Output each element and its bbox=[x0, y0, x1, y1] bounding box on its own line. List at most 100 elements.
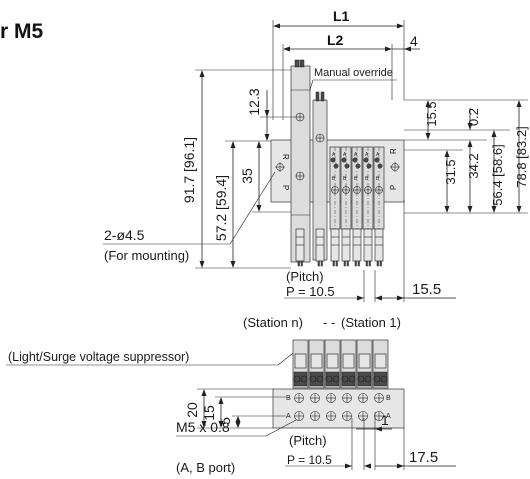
fitting-pin bbox=[376, 260, 379, 267]
light-window bbox=[294, 353, 307, 369]
valve-knob bbox=[344, 163, 350, 169]
valve-letter-a: A bbox=[343, 152, 347, 158]
valve-letter-b: B bbox=[332, 176, 336, 182]
dim-bottom-one: 1 bbox=[381, 412, 389, 428]
station-n-label: (Station n) bbox=[243, 315, 303, 330]
valve-letter-b: B bbox=[376, 176, 380, 182]
bottom-view: (Station n) - - (Station 1) (Light/Surge… bbox=[6, 315, 456, 475]
valve-knob bbox=[355, 163, 361, 169]
dim-bottom-15: 15 bbox=[201, 405, 217, 421]
valve-letter-a: A bbox=[376, 152, 380, 158]
bottom-pitch-label: (Pitch) bbox=[289, 433, 327, 448]
valve-letter-b: B bbox=[343, 176, 347, 182]
dim-l2: L2 bbox=[327, 32, 344, 48]
valve-letter-b: B bbox=[354, 176, 358, 182]
block-letter-r-right: R bbox=[389, 148, 398, 154]
dim-left-12-3: 12.3 bbox=[246, 88, 262, 115]
mounting-hole-label: 2-ø4.5 bbox=[104, 227, 145, 243]
top-valve-station: AB bbox=[329, 146, 341, 260]
bottom-ports bbox=[294, 393, 384, 421]
solenoid-knob bbox=[373, 375, 381, 383]
valve-letter-a: A bbox=[365, 152, 369, 158]
dim-left-35: 35 bbox=[239, 168, 255, 184]
bottom-valve-station bbox=[324, 339, 341, 389]
valve-letter-a: A bbox=[354, 152, 358, 158]
valve-knob bbox=[333, 163, 339, 169]
bottom-valve-station bbox=[308, 339, 325, 389]
light-window bbox=[326, 353, 339, 369]
fitting-pin bbox=[335, 260, 338, 267]
port-letter-b-left: B bbox=[286, 395, 291, 402]
port-letter-a-right: A bbox=[386, 413, 391, 420]
bottom-end-dim: 17.5 bbox=[409, 449, 438, 466]
fitting bbox=[341, 228, 351, 267]
top-end-dim: 15.5 bbox=[412, 281, 441, 298]
fitting bbox=[330, 228, 340, 267]
fitting-pin bbox=[354, 260, 357, 267]
bottom-valve-station bbox=[340, 339, 357, 389]
bottom-valve-stations bbox=[292, 339, 389, 389]
solenoid-head bbox=[341, 371, 356, 387]
valve-knob bbox=[341, 157, 347, 163]
light-suppressor-label: (Light/Surge voltage suppressor) bbox=[8, 350, 189, 364]
dim-l1: L1 bbox=[333, 8, 350, 24]
station-1-label: (Station 1) bbox=[341, 315, 401, 330]
dim-left-91-7: 91.7 [96.1] bbox=[181, 137, 197, 203]
valve-knob bbox=[330, 157, 336, 163]
dim-left-57-2: 57.2 [59.4] bbox=[213, 175, 229, 241]
light-window bbox=[358, 353, 371, 369]
top-valve-station: AB bbox=[362, 146, 374, 260]
fitting bbox=[352, 228, 362, 267]
solenoid-knob bbox=[380, 375, 388, 383]
solenoid-knob bbox=[364, 375, 372, 383]
fitting-pin bbox=[320, 260, 323, 267]
dim-right-15-5: 15.5 bbox=[424, 101, 439, 126]
dim-right-78-8: 78.8 [83.2] bbox=[514, 126, 529, 187]
bottom-valve-station bbox=[356, 339, 373, 389]
solenoid-head bbox=[357, 371, 372, 387]
port-thread-label: M5 x 0.8 bbox=[176, 419, 230, 435]
top-valve-station: AB bbox=[351, 146, 363, 260]
fitting-pin bbox=[332, 260, 335, 267]
dim-right-56-4: 56.4 [58.6] bbox=[490, 144, 505, 205]
block-letter-r-left: R bbox=[281, 154, 290, 160]
top-view: L1 L2 4 Manual override bbox=[103, 8, 529, 302]
fitting bbox=[315, 228, 325, 267]
dim-right-34-2: 34.2 bbox=[466, 153, 481, 178]
fitting bbox=[374, 228, 384, 267]
fitting bbox=[363, 228, 373, 267]
solenoid-knob bbox=[348, 375, 356, 383]
solenoid-knob bbox=[293, 375, 301, 383]
dim-bottom-5: 5 bbox=[217, 417, 233, 425]
light-window bbox=[342, 353, 355, 369]
fitting-pin bbox=[297, 260, 300, 267]
fitting-pin bbox=[300, 260, 303, 267]
top-fittings bbox=[295, 228, 384, 267]
valve-knob bbox=[374, 157, 380, 163]
dim-right-31-5: 31.5 bbox=[443, 159, 458, 184]
light-window bbox=[310, 353, 323, 369]
port-letter-b-right: B bbox=[386, 395, 391, 402]
solenoid-head bbox=[325, 371, 340, 387]
dim-bottom-20: 20 bbox=[184, 402, 200, 418]
solenoid-knob bbox=[300, 375, 308, 383]
bottom-valve-station bbox=[372, 339, 389, 389]
station-dash-separator: - - bbox=[323, 315, 335, 330]
solenoid-head bbox=[293, 371, 308, 387]
top-pitch-label: (Pitch) bbox=[286, 269, 324, 284]
valve-knob bbox=[377, 163, 383, 169]
valve-knob bbox=[352, 157, 358, 163]
fitting-pin bbox=[368, 260, 371, 267]
dim-right-0-2: 0.2 bbox=[466, 108, 481, 126]
manual-override-label: Manual override bbox=[314, 67, 393, 79]
solenoid-knob bbox=[357, 375, 365, 383]
solenoid-knob bbox=[316, 375, 324, 383]
dim-four: 4 bbox=[410, 33, 418, 49]
fitting-pin bbox=[343, 260, 346, 267]
bottom-pitch-value: P = 10.5 bbox=[287, 453, 332, 467]
solenoid-head bbox=[309, 371, 324, 387]
port-note: (A, B port) bbox=[176, 460, 235, 475]
